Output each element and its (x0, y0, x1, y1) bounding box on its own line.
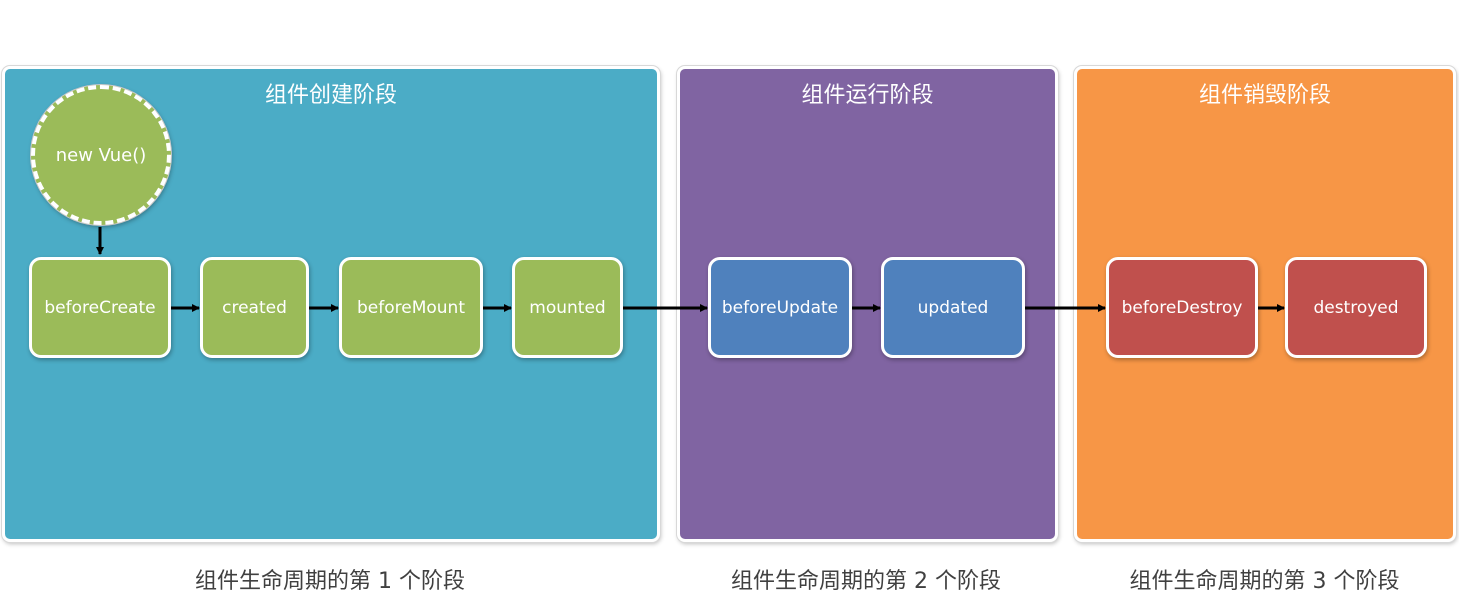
before-mount-node: beforeMount (339, 257, 483, 358)
phase-update-title: 组件运行阶段 (801, 83, 934, 108)
destroyed-node: destroyed (1285, 257, 1427, 358)
phase-create-title: 组件创建阶段 (264, 83, 397, 108)
phase-create-caption: 组件生命周期的第 1 个阶段 (195, 569, 465, 594)
phase-update-caption: 组件生命周期的第 2 个阶段 (731, 569, 1001, 594)
before-create-node: beforeCreate (29, 257, 171, 358)
phase-destroy-title: 组件销毁阶段 (1198, 83, 1331, 108)
before-update-node: beforeUpdate (708, 257, 852, 358)
mounted-node: mounted (512, 257, 623, 358)
new-vue-node: new Vue() (31, 85, 171, 225)
phase-destroy-caption: 组件生命周期的第 3 个阶段 (1129, 569, 1400, 594)
created-node: created (200, 257, 309, 358)
before-destroy-node: beforeDestroy (1106, 257, 1258, 358)
updated-node: updated (881, 257, 1025, 358)
